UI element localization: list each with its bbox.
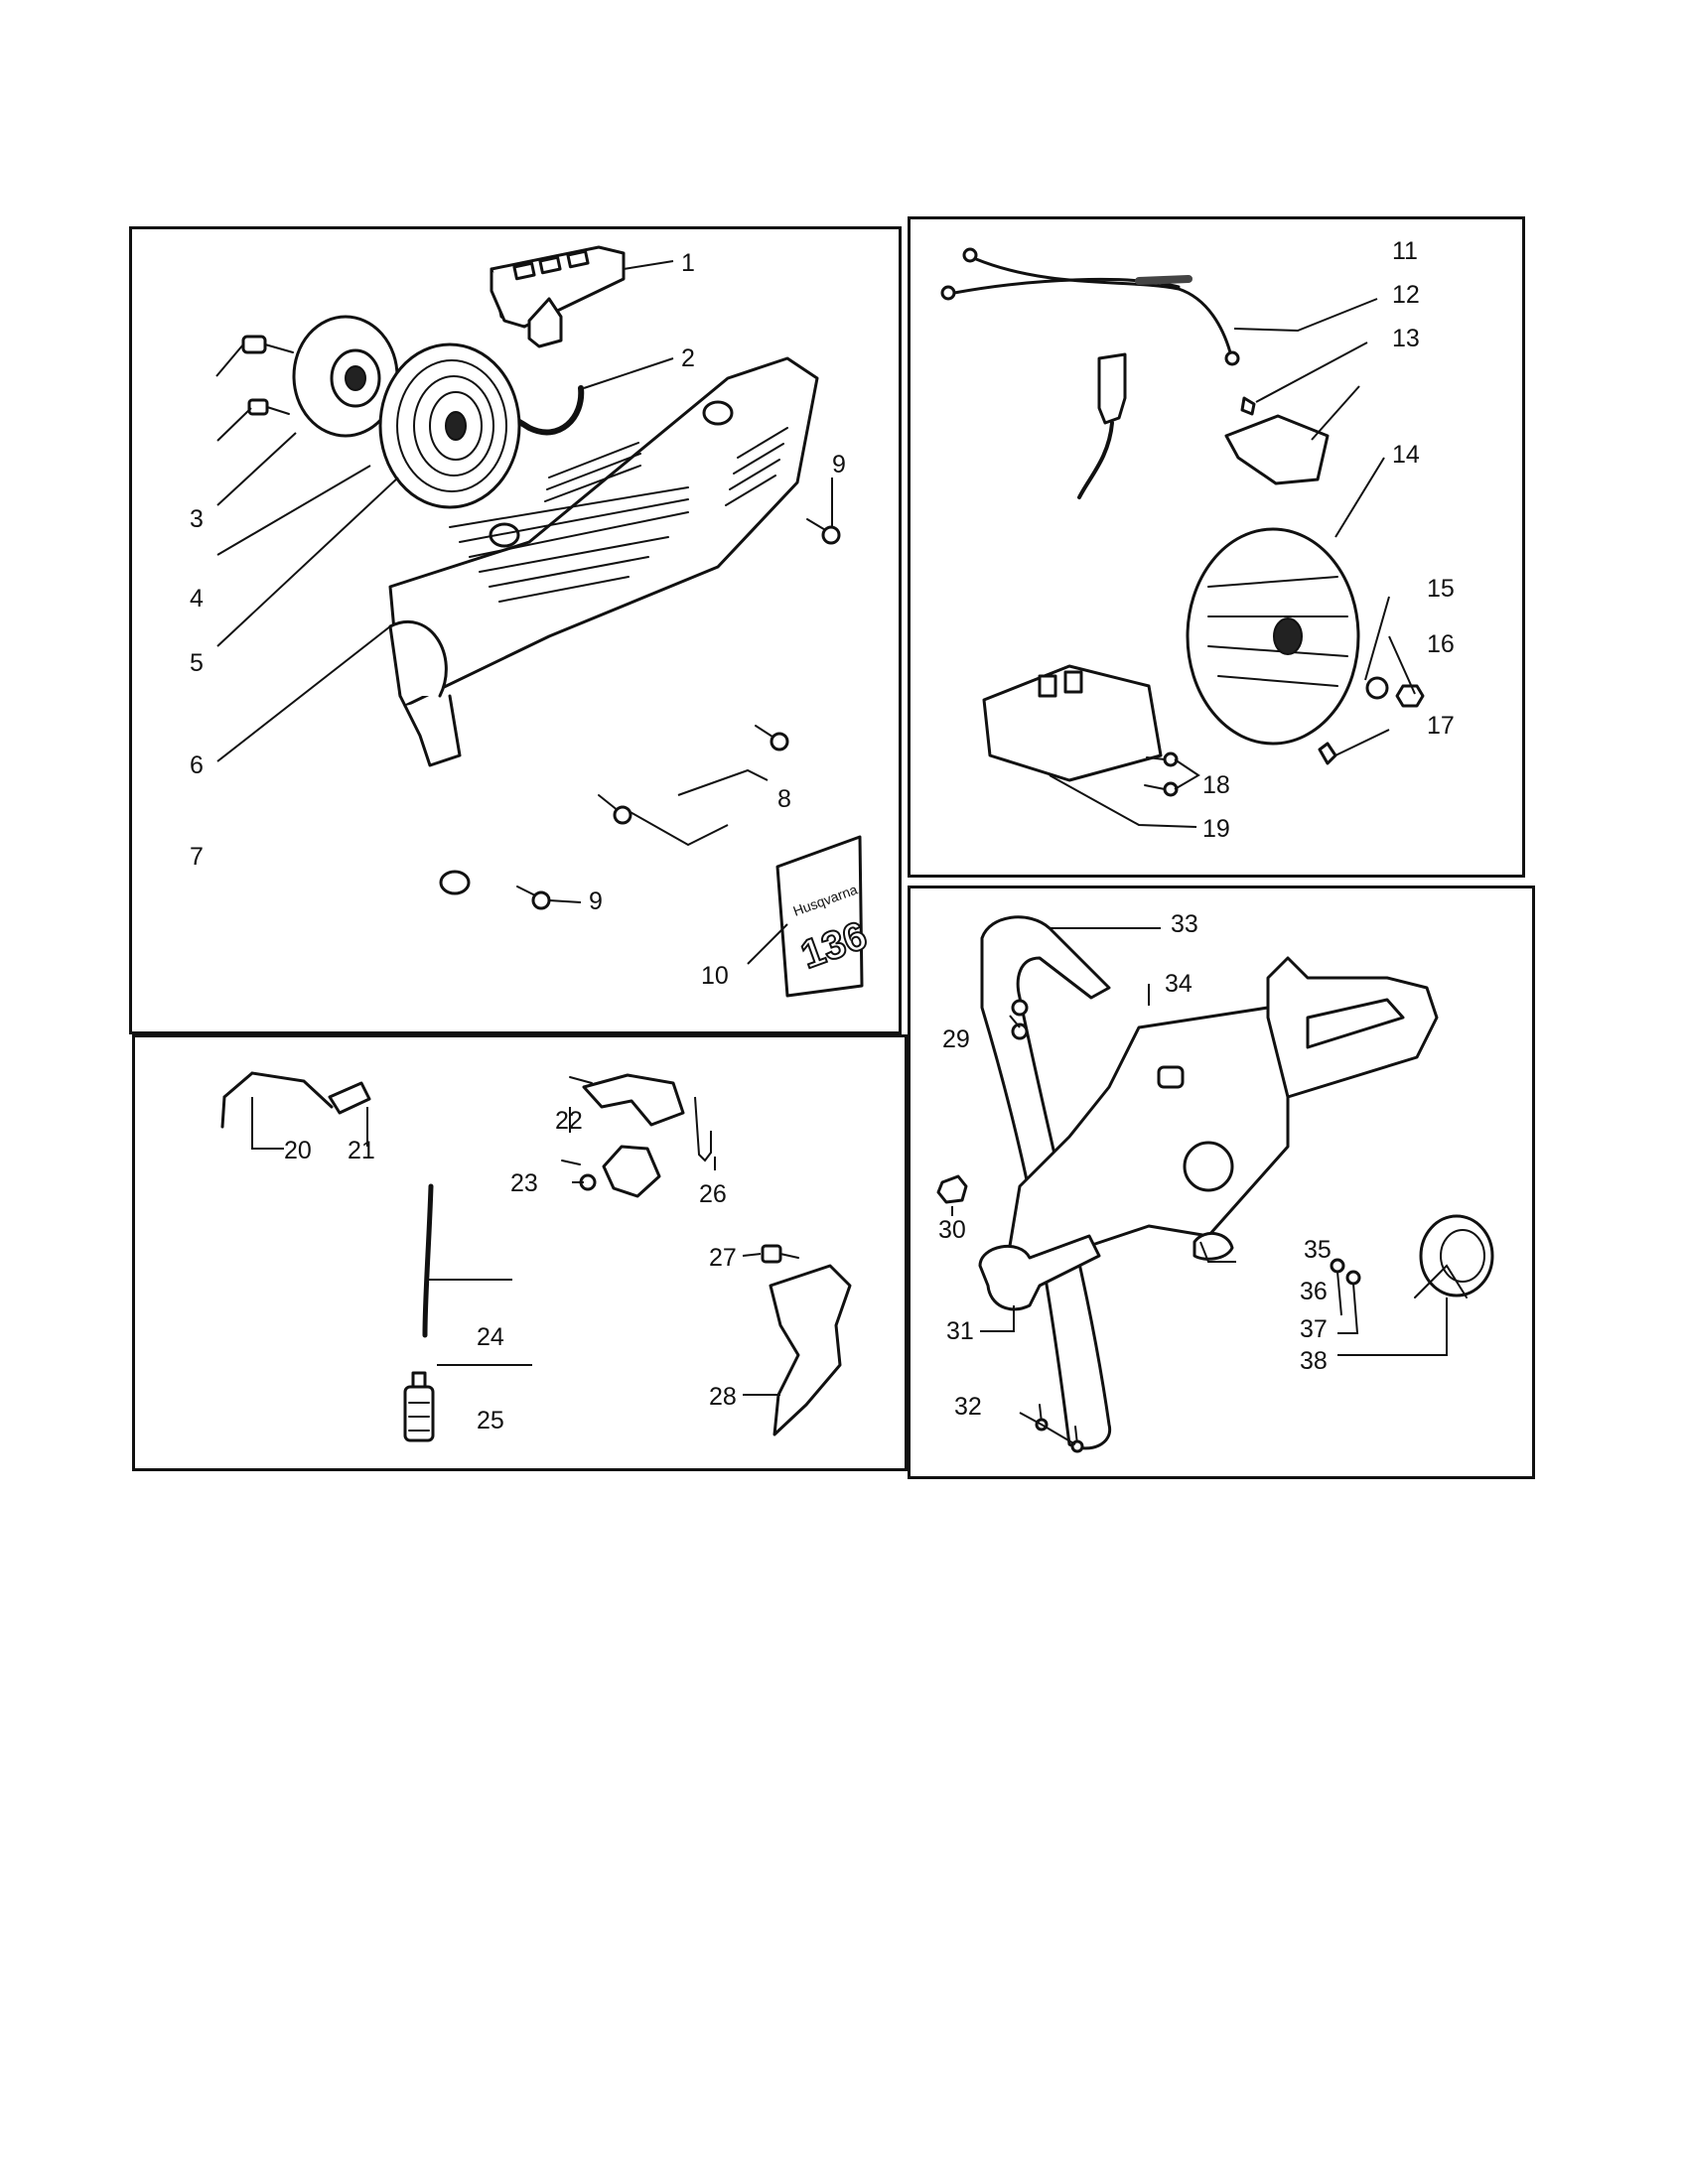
label-28: 28 xyxy=(709,1383,737,1411)
choke-knob-part xyxy=(328,1081,371,1115)
label-23: 23 xyxy=(510,1169,538,1197)
label-14: 14 xyxy=(1392,441,1420,469)
label-17: 17 xyxy=(1427,712,1455,740)
fuel-cap-part xyxy=(1414,1214,1494,1298)
label-38: 38 xyxy=(1300,1347,1328,1375)
fuel-filter-part xyxy=(403,1371,435,1442)
panel-starter-drawing: Husqvarna 136 1 2 3 4 5 6 7 8 xyxy=(190,245,874,998)
label-10: 10 xyxy=(701,962,729,990)
label-5: 5 xyxy=(190,649,204,677)
screw-4-part xyxy=(247,398,290,416)
washer-36-part xyxy=(1330,1258,1345,1274)
choke-rod-part xyxy=(220,1071,334,1129)
wire-harness-part xyxy=(940,247,1240,366)
label-18: 18 xyxy=(1202,771,1230,799)
label-1: 1 xyxy=(681,249,695,277)
handle-bracket-part xyxy=(978,1234,1101,1311)
label-3: 3 xyxy=(190,505,204,533)
nut-37-part xyxy=(1345,1270,1361,1286)
label-35: 35 xyxy=(1304,1236,1332,1264)
panel-starter-assembly: Husqvarna 136 1 2 3 4 5 6 7 8 xyxy=(129,226,902,1034)
screw-8-part xyxy=(598,725,789,825)
panel-fuel-throttle: 20 21 22 23 24 25 26 27 28 xyxy=(132,1034,908,1471)
label-2: 2 xyxy=(681,344,695,372)
nut-part xyxy=(1395,684,1425,708)
label-24: 24 xyxy=(477,1323,504,1351)
label-34: 34 xyxy=(1165,970,1193,998)
label-9a: 9 xyxy=(832,451,846,478)
flywheel-part xyxy=(1186,527,1360,746)
label-37: 37 xyxy=(1300,1315,1328,1343)
label-31: 31 xyxy=(946,1317,974,1345)
panel-ignition-drawing: 11 12 13 14 15 16 17 18 19 xyxy=(940,237,1455,843)
label-7: 7 xyxy=(190,843,204,871)
panel-ignition: 11 12 13 14 15 16 17 18 19 xyxy=(908,216,1525,878)
throttle-lever-part xyxy=(561,1073,685,1198)
spike-bumper-part xyxy=(769,1264,852,1436)
label-11: 11 xyxy=(1392,237,1418,265)
starter-handle-part xyxy=(490,245,626,348)
bumper-part xyxy=(1193,1232,1234,1261)
label-16: 16 xyxy=(1427,630,1455,658)
pulley-part xyxy=(292,315,399,438)
label-27: 27 xyxy=(709,1244,737,1272)
screws-18-part xyxy=(1144,751,1179,797)
label-12: 12 xyxy=(1392,281,1420,309)
panel-handle-tank: 33 34 29 30 31 32 35 36 37 38 xyxy=(908,886,1535,1479)
label-21: 21 xyxy=(348,1137,375,1164)
label-22: 22 xyxy=(555,1107,583,1135)
filler-hole-part xyxy=(1183,1141,1234,1192)
label-33: 33 xyxy=(1171,910,1198,938)
label-29: 29 xyxy=(942,1025,970,1053)
label-19: 19 xyxy=(1202,815,1230,843)
label-32: 32 xyxy=(954,1393,982,1421)
grommet-part xyxy=(936,1174,968,1204)
label-15: 15 xyxy=(1427,575,1455,603)
starter-housing-part xyxy=(388,356,819,895)
label-6: 6 xyxy=(190,751,204,779)
washer-part xyxy=(1365,676,1389,700)
switch-part xyxy=(1224,396,1330,485)
panel-handle-tank-drawing: 33 34 29 30 31 32 35 36 37 38 xyxy=(936,910,1494,1453)
label-9b: 9 xyxy=(589,887,603,915)
ignition-module-part xyxy=(982,352,1163,782)
label-4: 4 xyxy=(190,585,204,613)
label-30: 30 xyxy=(938,1216,966,1244)
screws-29-part xyxy=(1011,999,1029,1040)
label-8: 8 xyxy=(777,785,791,813)
screw-27-part xyxy=(761,1244,799,1264)
label-26: 26 xyxy=(699,1180,727,1208)
label-13: 13 xyxy=(1392,325,1420,352)
key-part xyxy=(1318,742,1337,765)
recoil-spring-part xyxy=(378,342,521,509)
screw-3-part xyxy=(241,335,294,354)
fuel-hose-part xyxy=(422,1183,434,1338)
label-25: 25 xyxy=(477,1407,504,1434)
panel-fuel-throttle-drawing: 20 21 22 23 24 25 26 27 28 xyxy=(220,1071,852,1442)
plug-part xyxy=(1157,1065,1185,1089)
model-decal-part: Husqvarna 136 xyxy=(775,835,874,998)
label-20: 20 xyxy=(284,1137,312,1164)
label-36: 36 xyxy=(1300,1278,1328,1305)
